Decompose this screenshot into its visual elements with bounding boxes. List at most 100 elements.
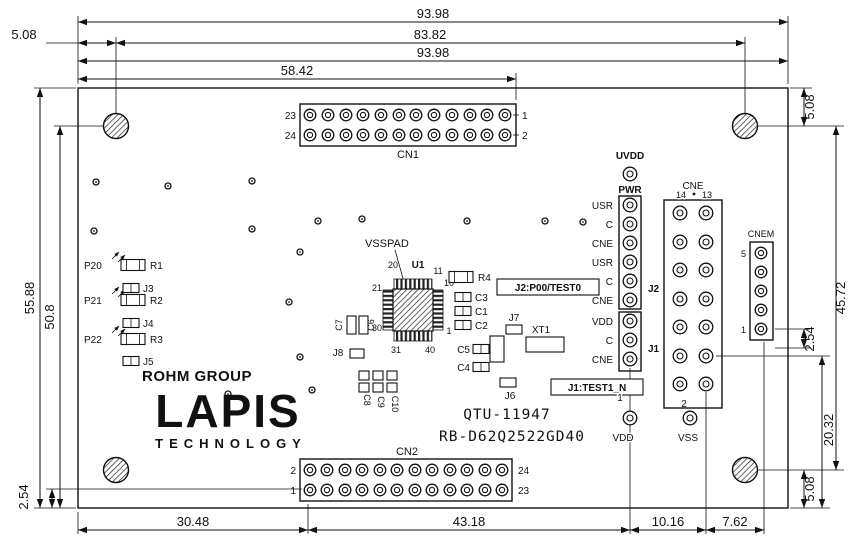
vdd-vss-testpoints: 1 VDD 2 VSS <box>611 392 700 446</box>
resistor-r1-label: R1 <box>150 261 163 272</box>
cn2-pin-2: 2 <box>290 466 296 477</box>
capacitor-c6-label: C6 <box>366 319 376 331</box>
capacitor-c5-label: C5 <box>457 345 470 356</box>
j1-ref-label: J1 <box>648 344 660 355</box>
cn2-pin-1: 1 <box>290 486 296 497</box>
cne-pin-13: 13 <box>702 190 712 200</box>
dim-right-hole-span: 45.72 <box>833 282 848 315</box>
board-model-text: QTU-11947 <box>463 407 551 423</box>
u1-pin40: 40 <box>425 345 435 355</box>
dimension-lines <box>36 18 840 534</box>
j2-j1-header-column: UVDD PWR USR C CNE USR C CNE J2 J2:P00/T… <box>496 151 660 396</box>
testpoint-p22-label: P22 <box>84 335 102 346</box>
jumper-j7-label: J7 <box>509 313 520 324</box>
dimension-labels: 93.98 5.08 83.82 93.98 58.42 55.88 50.8 … <box>11 6 848 531</box>
dim-left-pitch: 2.54 <box>16 484 31 509</box>
silkscreen-branding: ROHM GROUP LAPIS TECHNOLOGY QTU-11947 RB… <box>142 368 585 451</box>
j2-pin-c-2: C <box>606 277 613 288</box>
board-outline <box>77 87 789 509</box>
cn2-pads <box>303 463 509 497</box>
cn1-pin-1: 1 <box>522 111 528 122</box>
cn2-pin-23: 23 <box>518 486 530 497</box>
jumper-j5-label: J5 <box>143 357 154 368</box>
cn2-connector: 2 1 24 23 CN2 <box>290 446 530 502</box>
vss-pad <box>682 410 698 426</box>
j2-note-box <box>496 278 600 296</box>
capacitor-c4-label: C4 <box>457 363 470 374</box>
dim-right-pitch: 2.54 <box>802 326 817 351</box>
vdd-pad <box>622 410 638 426</box>
vss-pin-number: 2 <box>681 399 687 410</box>
j2-note-text: J2:P00/TEST0 <box>515 283 582 294</box>
vdd-pin-number: 1 <box>617 393 623 404</box>
cn2-label: CN2 <box>396 446 418 458</box>
j2-pin-cne-1: CNE <box>592 239 613 250</box>
dim-bottom-span-2: 43.18 <box>453 514 486 529</box>
j1-pin-c: C <box>606 336 613 347</box>
cne-connector: CNE 14 13 <box>663 181 723 409</box>
crystal-body <box>525 336 565 353</box>
cn1-pin-2: 2 <box>522 131 528 142</box>
u1-vsspad-label: VSSPAD <box>365 238 409 250</box>
capacitor-c10-label: C10 <box>390 396 400 413</box>
uvdd-pad <box>622 166 638 182</box>
cnem-pin-5: 5 <box>741 249 746 259</box>
u1-pin21: 21 <box>372 283 382 293</box>
cn1-connector: 23 24 1 2 CN1 <box>285 103 528 161</box>
cne-pin-14: 14 <box>676 190 686 200</box>
pwr-label: PWR <box>618 185 642 196</box>
jumper-j6-label: J6 <box>505 391 516 402</box>
resistor-r4-label: R4 <box>478 273 491 284</box>
testpoint-p21-label: P21 <box>84 296 102 307</box>
capacitor-c7-label: C7 <box>334 319 344 331</box>
cn1-pin-24: 24 <box>285 131 297 142</box>
u1-chip: VSSPAD 20 U1 11 10 21 30 31 40 1 <box>365 238 454 355</box>
dim-top-width-a: 93.98 <box>417 6 450 21</box>
dim-left-hole-span: 50.8 <box>42 304 57 329</box>
j1-note-box <box>550 378 644 396</box>
u1-pin1: 1 <box>446 326 451 336</box>
vdd-label: VDD <box>612 433 633 444</box>
cn2-pin-24: 24 <box>518 466 530 477</box>
cne-pads <box>672 205 714 392</box>
dim-top-cn1-span: 58.42 <box>281 63 314 78</box>
j1-note-text: J1:TEST1_N <box>568 383 626 394</box>
technology-text: TECHNOLOGY <box>155 436 307 451</box>
jumper-j3-label: J3 <box>143 284 154 295</box>
capacitor-c9-label: C9 <box>376 396 386 408</box>
cnem-pin-1: 1 <box>741 325 746 335</box>
resistor-r3-label: R3 <box>150 335 163 346</box>
resistor-r2-label: R2 <box>150 296 163 307</box>
j1-pin-cne: CNE <box>592 355 613 366</box>
board-part-number-text: RB-D62Q2522GD40 <box>439 429 585 445</box>
lapis-logo-text: LAPIS <box>155 385 300 437</box>
u1-pin31: 31 <box>391 345 401 355</box>
testpoint-p20-label: P20 <box>84 261 102 272</box>
uvdd-label: UVDD <box>616 151 644 162</box>
crystal-xt1-label: XT1 <box>532 325 551 336</box>
j2-header-body <box>618 195 642 310</box>
j2-pin-cne-2: CNE <box>592 296 613 307</box>
capacitor-c8-label: C8 <box>362 394 372 406</box>
j2-ref-label: J2 <box>648 284 660 295</box>
j2-pin-usr-1: USR <box>592 201 613 212</box>
capacitor-c3-label: C3 <box>475 293 488 304</box>
j2-pin-c-1: C <box>606 220 613 231</box>
dim-top-hole-span: 83.82 <box>414 27 447 42</box>
u1-ref: U1 <box>412 260 425 271</box>
u1-pin20: 20 <box>388 260 398 270</box>
cn1-pin-23: 23 <box>285 111 297 122</box>
cne-index-dot <box>692 192 696 196</box>
regulator-body <box>489 335 505 363</box>
dim-left-height: 55.88 <box>22 282 37 315</box>
left-component-group: P20 R1 J3 P21 R2 J4 P22 R3 J5 <box>84 251 163 368</box>
jumper-j8-label: J8 <box>333 348 344 359</box>
mounting-holes <box>102 112 759 484</box>
cnem-label: CNEM <box>748 229 775 239</box>
capacitor-c2-label: C2 <box>475 321 488 332</box>
dim-right-bottom-offset: 5.08 <box>802 476 817 501</box>
j2-pin-usr-2: USR <box>592 258 613 269</box>
center-small-components: R4 C3 C1 C2 C5 C4 J7 XT1 J6 C7 C6 J8 C8 … <box>333 270 565 413</box>
